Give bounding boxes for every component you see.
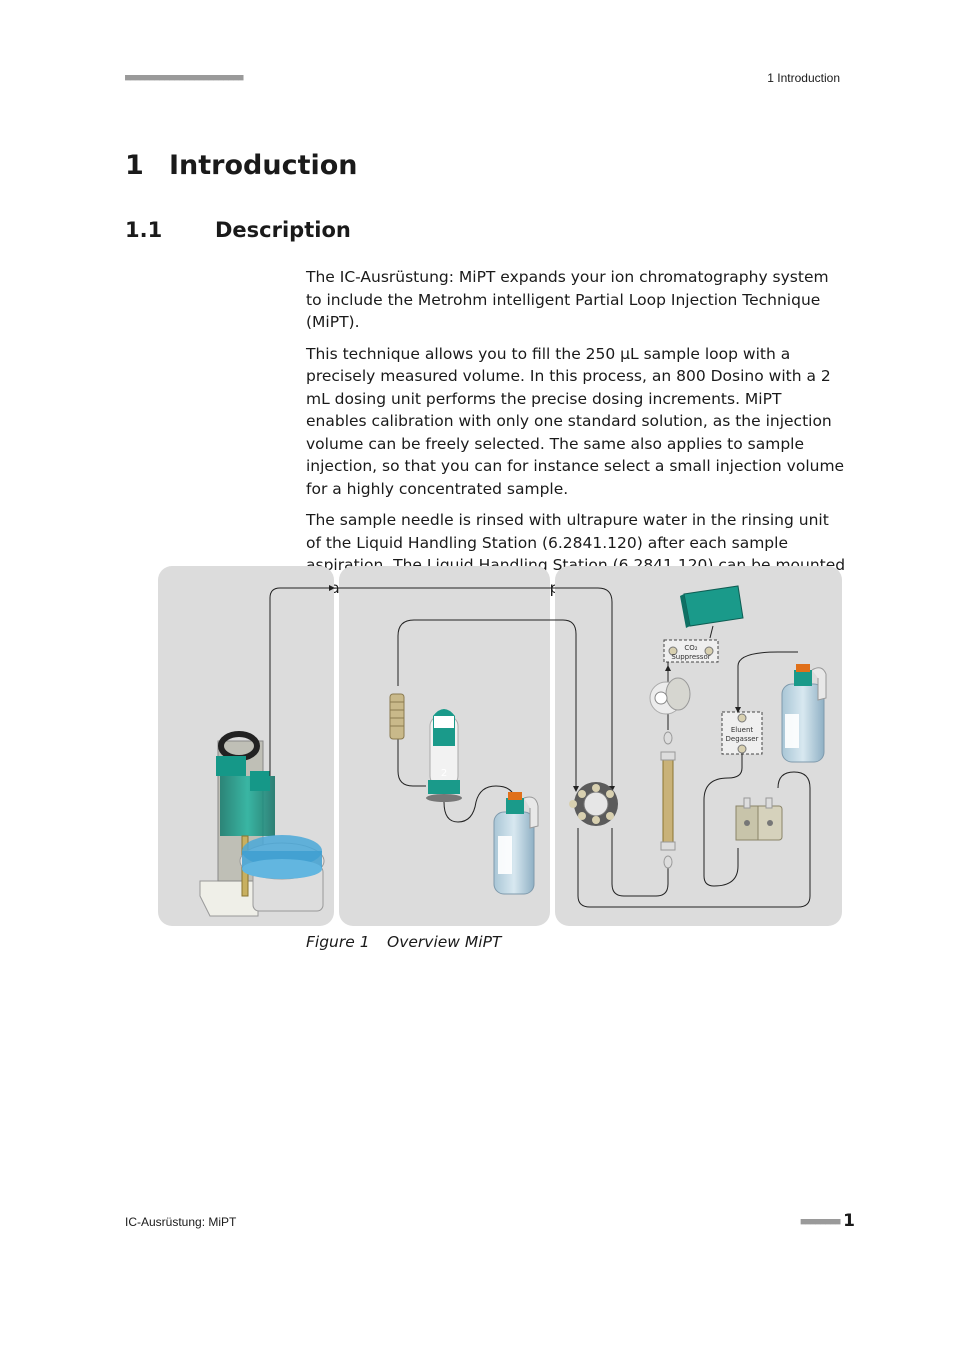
running-header: 1 Introduction bbox=[767, 71, 840, 85]
footer-title: IC-Ausrüstung: MiPT bbox=[125, 1215, 237, 1229]
co2-label: CO₂ bbox=[684, 644, 697, 652]
chapter-heading: 1 Introduction bbox=[125, 150, 358, 181]
figure-title: Overview MiPT bbox=[387, 933, 502, 951]
degasser-label: Degasser bbox=[726, 735, 759, 743]
sample-processor-icon bbox=[199, 731, 325, 917]
bottle-icon bbox=[493, 792, 539, 895]
section-title: Description bbox=[215, 218, 351, 242]
body-text: The IC-Ausrüstung: MiPT expands your ion… bbox=[306, 266, 846, 608]
footer-decoration: ■■■■■■■■ bbox=[800, 1217, 841, 1227]
eluent-bottle-icon bbox=[781, 664, 827, 763]
figure-caption: Figure 1 Overview MiPT bbox=[306, 933, 501, 951]
coil-icon bbox=[389, 693, 405, 740]
injection-valve-icon bbox=[569, 782, 618, 826]
suppressor-rotor-icon bbox=[649, 677, 691, 715]
dosing-unit-icon: 2 bbox=[426, 709, 462, 802]
mipt-diagram: 2 bbox=[158, 566, 842, 926]
pump-icon bbox=[735, 797, 783, 841]
dosing-unit-number: 2 bbox=[441, 768, 447, 779]
figure-label: Figure 1 bbox=[306, 933, 370, 951]
overview-figure: 2 bbox=[158, 566, 842, 926]
section-number: 1.1 bbox=[125, 218, 163, 242]
detector-icon bbox=[680, 585, 744, 628]
column-icon bbox=[660, 731, 676, 869]
header-decoration: ■■■■■■■■■■■■■■■■■■■■■■■■ bbox=[125, 73, 244, 83]
page-number: 1 bbox=[843, 1211, 855, 1231]
paragraph: This technique allows you to fill the 25… bbox=[306, 344, 845, 498]
eluent-label: Eluent bbox=[731, 726, 754, 734]
paragraph: The IC-Ausrüstung: MiPT expands your ion… bbox=[306, 268, 829, 331]
chapter-number: 1 bbox=[125, 150, 144, 181]
suppressor-label: Suppressor bbox=[671, 653, 710, 661]
eluent-degasser-icon: Eluent Degasser bbox=[721, 711, 763, 755]
co2-suppressor-icon: CO₂ Suppressor bbox=[663, 639, 719, 663]
chapter-title: Introduction bbox=[169, 150, 358, 181]
section-heading: 1.1 Description bbox=[125, 218, 351, 242]
